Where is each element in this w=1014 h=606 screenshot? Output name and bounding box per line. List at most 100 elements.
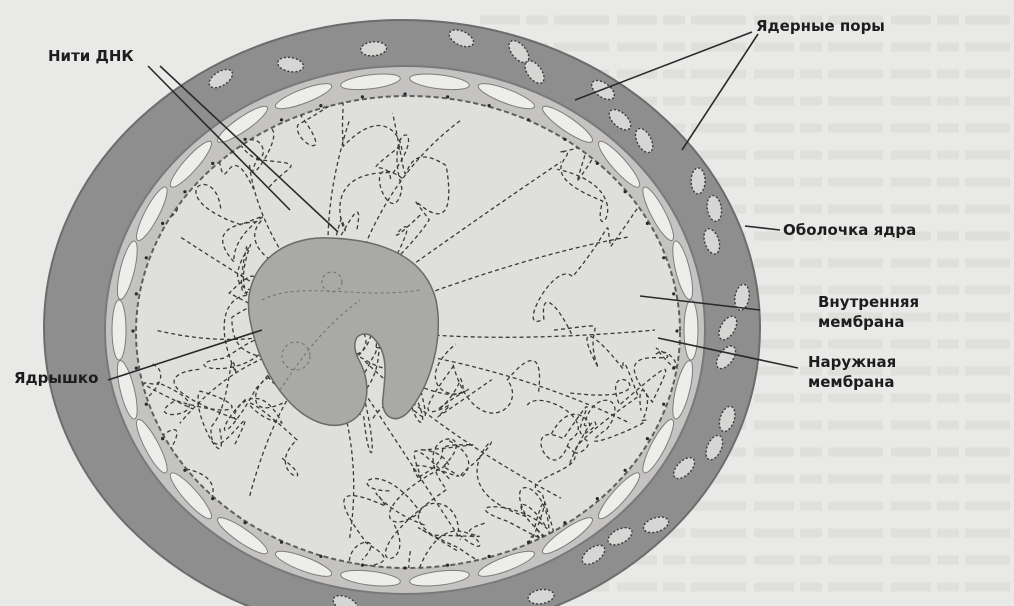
dna-thread xyxy=(195,183,309,271)
label-outer-membrane-1: Наружная xyxy=(808,353,897,371)
membrane-dots xyxy=(131,92,679,570)
nucleolus-thread xyxy=(279,299,361,391)
membrane-segment xyxy=(111,299,127,361)
leader-envelope xyxy=(744,225,781,231)
nuclear-pores xyxy=(208,29,750,606)
membrane-dot xyxy=(279,540,284,544)
membrane-segment xyxy=(672,240,694,300)
dna-thread xyxy=(550,389,648,442)
nuclear-pore xyxy=(672,456,696,480)
membrane-segment xyxy=(672,360,694,420)
membrane-segment xyxy=(409,73,470,91)
membrane-dot xyxy=(183,190,187,194)
nuclear-pore xyxy=(608,108,632,131)
membrane-dot xyxy=(243,137,247,141)
nuclear-pore xyxy=(359,41,388,57)
nuclear-pore xyxy=(332,594,359,606)
nuclear-pore xyxy=(718,405,736,433)
membrane-segment xyxy=(274,83,333,110)
membrane-segment xyxy=(116,240,138,300)
nuclear-pore xyxy=(706,194,723,222)
membrane-segment xyxy=(642,418,674,474)
dna-thread xyxy=(348,119,461,292)
membrane-segment xyxy=(216,517,269,555)
label-nuclear-envelope: Оболочка ядра xyxy=(783,221,917,239)
nuclear-pore xyxy=(705,434,724,461)
membrane-dot xyxy=(623,468,627,472)
leader-lines xyxy=(107,31,799,381)
dna-thread xyxy=(448,440,550,568)
nuclear-pore xyxy=(718,315,738,341)
membrane-dot xyxy=(662,402,666,406)
membrane-dot xyxy=(161,437,165,441)
membrane-segments xyxy=(111,73,699,587)
membrane-segment xyxy=(477,83,536,110)
nuclear-pore xyxy=(607,527,633,546)
nuclear-pore xyxy=(581,544,606,566)
nuclear-pore xyxy=(734,283,750,311)
dna-thread xyxy=(484,445,576,553)
membrane-dot xyxy=(211,497,215,501)
membrane-segment xyxy=(340,73,401,91)
dna-thread xyxy=(173,368,299,477)
membrane-dot xyxy=(319,554,323,559)
label-inner-membrane-1: Внутренняя xyxy=(818,293,920,311)
membrane-dot xyxy=(161,221,165,225)
dna-thread xyxy=(526,399,597,464)
dna-thread xyxy=(551,325,640,454)
dna-thread xyxy=(568,347,677,407)
membrane-dot xyxy=(623,190,627,194)
membrane-segment xyxy=(136,186,168,242)
leader-outer-membrane xyxy=(657,337,799,369)
dna-thread xyxy=(381,112,450,274)
nuclear-pore xyxy=(715,345,737,370)
leader-dna-2 xyxy=(159,65,339,233)
membrane-dot xyxy=(446,563,450,567)
membrane-dot xyxy=(645,437,650,441)
nucleolus xyxy=(247,237,440,427)
membrane-dot xyxy=(446,95,450,99)
membrane-segment xyxy=(541,105,594,143)
nuclear-pore xyxy=(448,29,475,48)
dna-thread xyxy=(372,343,470,419)
membrane-dot xyxy=(595,161,599,165)
membrane-segment xyxy=(477,550,536,577)
dna-thread xyxy=(375,236,631,314)
nucleolus-granule xyxy=(281,341,311,371)
membrane-segment xyxy=(274,550,333,577)
dna-thread xyxy=(350,277,427,423)
dna-thread xyxy=(366,444,474,523)
membrane-segment xyxy=(683,299,699,361)
leader-dna-1 xyxy=(147,65,291,211)
dna-thread xyxy=(343,492,425,568)
membrane-dot xyxy=(662,256,666,260)
membrane-dot xyxy=(319,104,323,108)
membrane-segment xyxy=(169,140,212,188)
membrane-dot xyxy=(487,104,491,108)
nuclear-pore xyxy=(703,228,721,255)
membrane-segment xyxy=(541,517,594,555)
membrane-dot xyxy=(360,563,364,567)
membrane-dot xyxy=(675,329,679,333)
membrane-dot xyxy=(144,402,148,406)
membrane-segment xyxy=(169,472,212,520)
dna-thread xyxy=(143,381,233,450)
membrane-dot xyxy=(526,540,531,544)
leader-pores-1 xyxy=(574,31,753,101)
membrane-dot xyxy=(672,292,676,296)
membrane-dot xyxy=(279,118,284,122)
membrane-dot xyxy=(134,292,138,296)
membrane-segment xyxy=(598,140,641,188)
dna-thread xyxy=(408,502,485,568)
membrane-dot xyxy=(211,161,215,165)
nucleolus-granule xyxy=(321,271,343,293)
leader-nucleolus xyxy=(107,329,263,381)
nuclear-pore xyxy=(524,60,545,84)
membrane-segment xyxy=(340,569,401,587)
membrane-dot xyxy=(487,554,491,559)
dna-thread xyxy=(427,360,541,418)
label-dna-threads: Нити ДНК xyxy=(48,47,134,65)
nuclear-pore xyxy=(527,588,555,605)
